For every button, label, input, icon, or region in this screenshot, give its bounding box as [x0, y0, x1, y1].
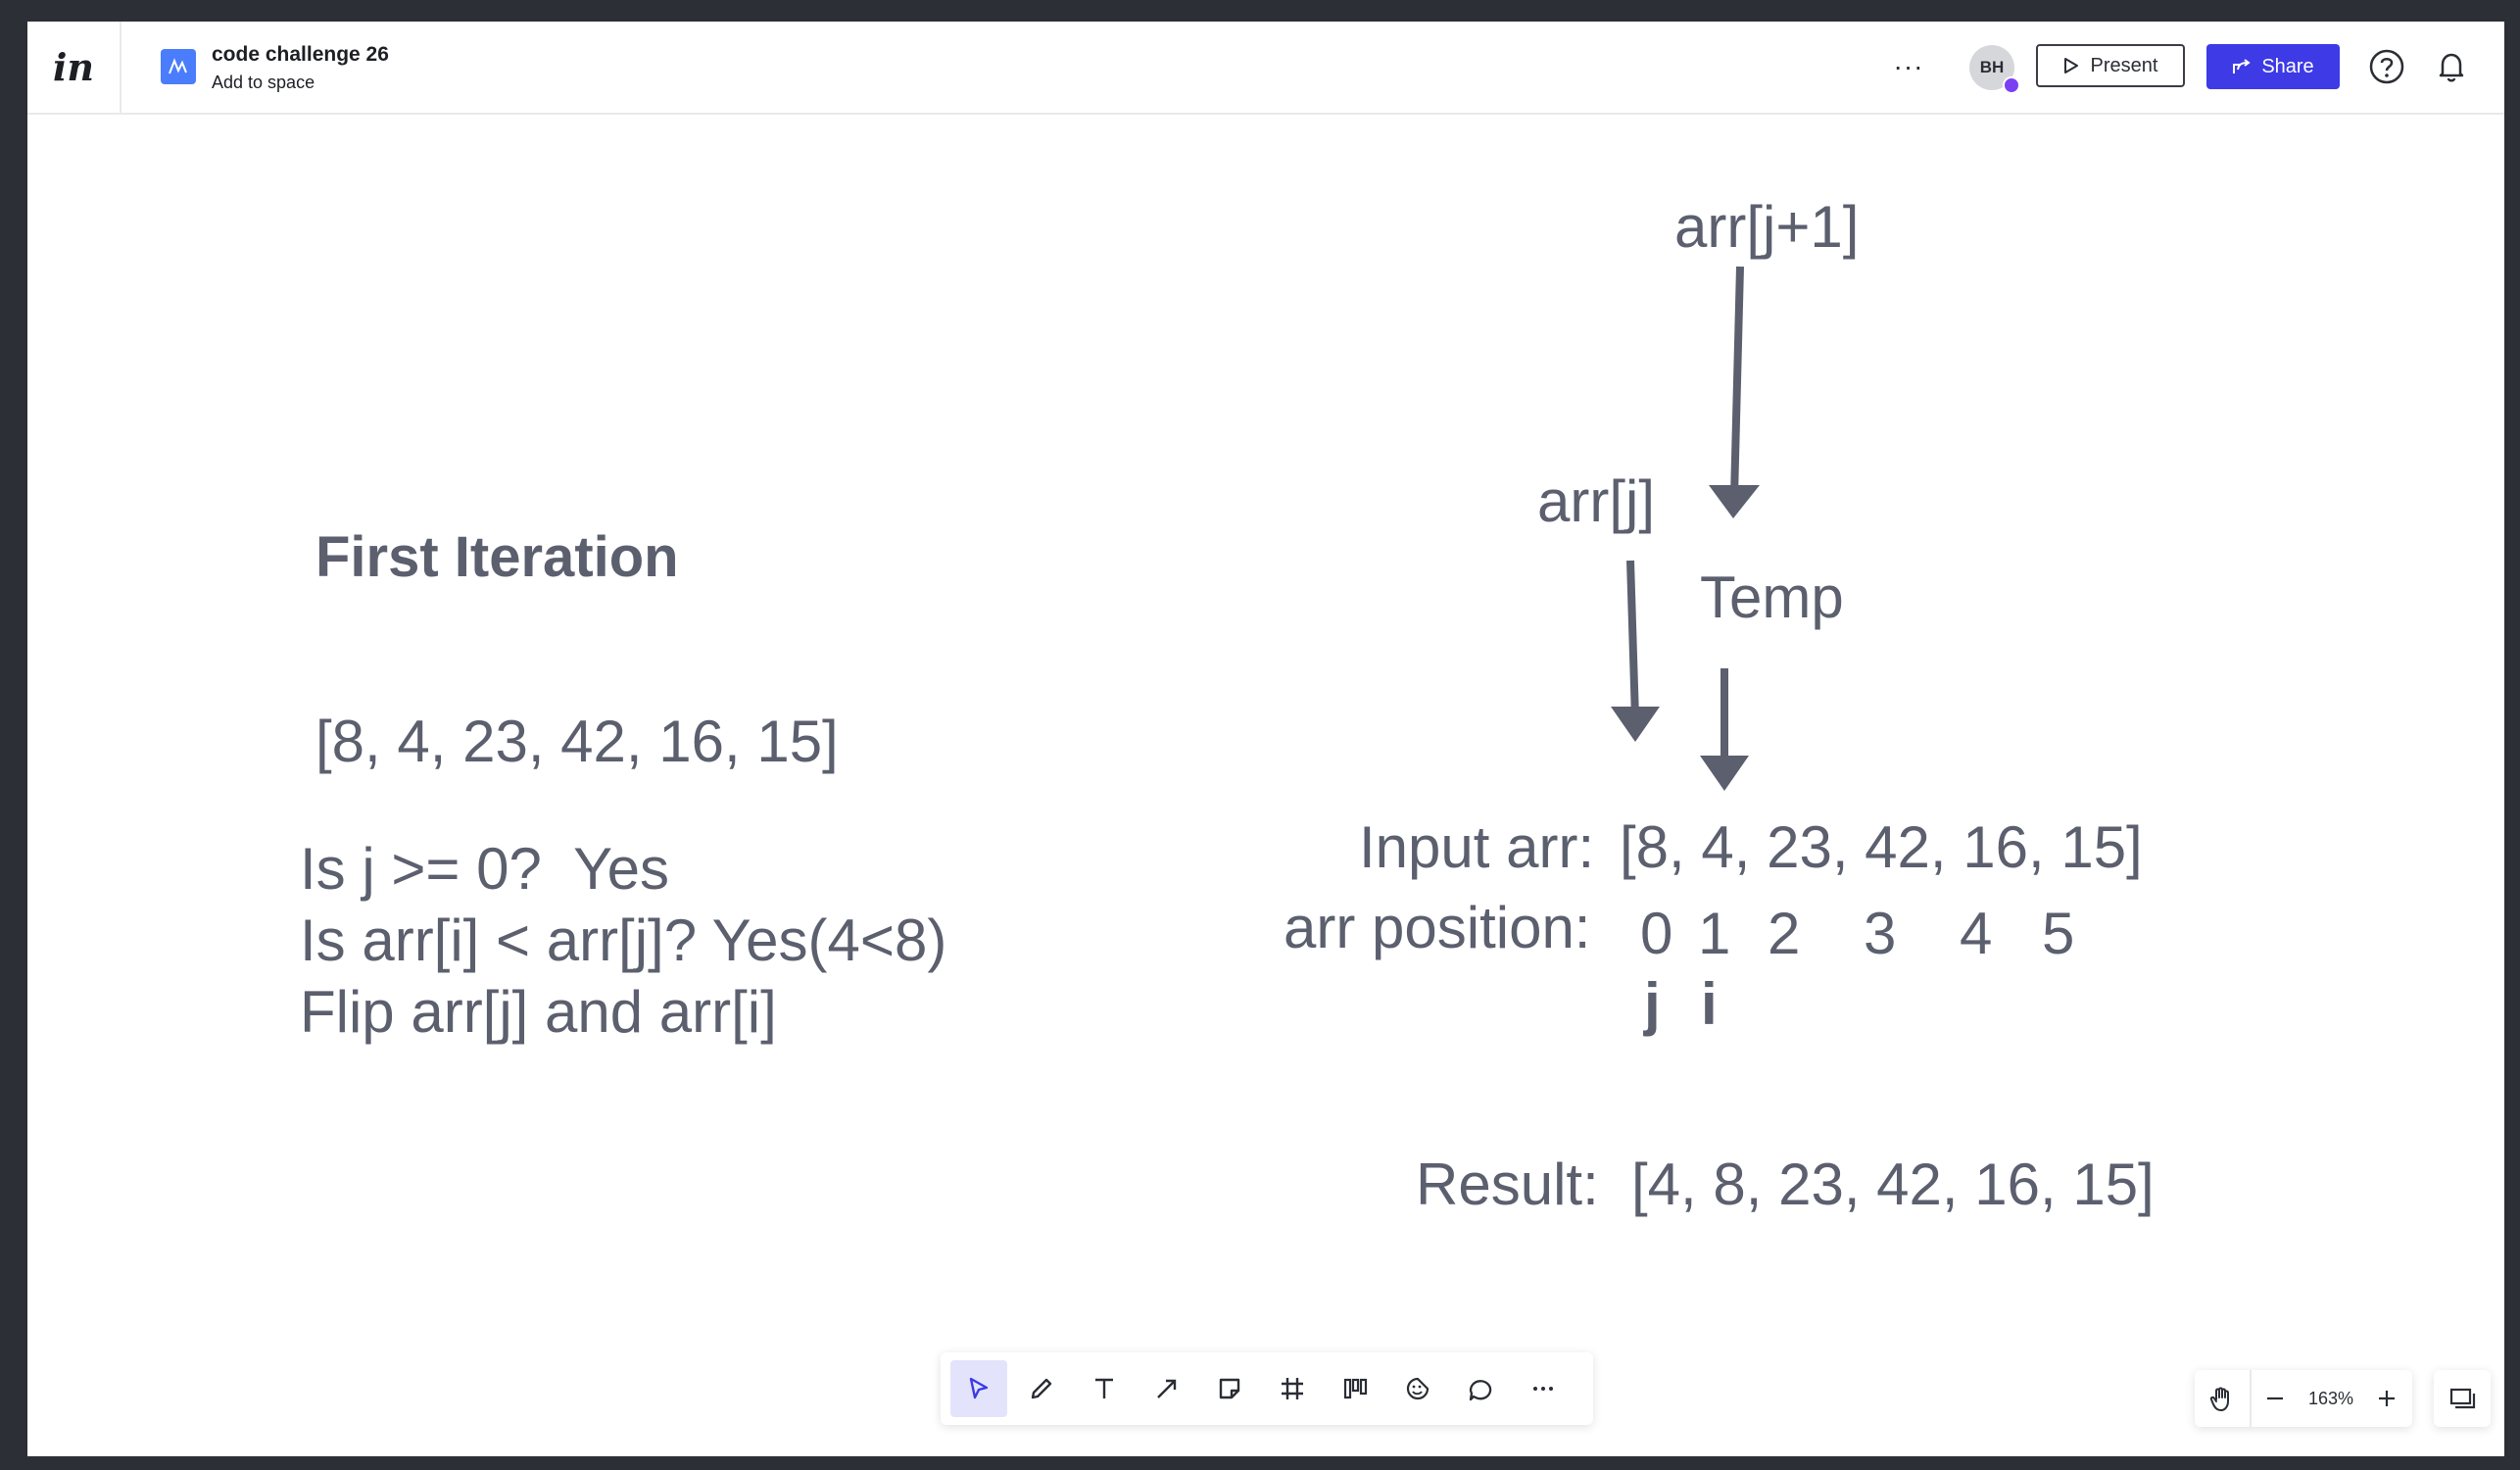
select-icon: [969, 1377, 989, 1399]
help-icon[interactable]: [2367, 47, 2406, 86]
more-options-button[interactable]: ···: [1893, 51, 1924, 81]
play-icon: [2063, 58, 2078, 74]
drawing-toolbar: [941, 1352, 1593, 1425]
sticker-icon: [1406, 1377, 1430, 1400]
presence-dot: [2003, 76, 2020, 94]
invision-logo[interactable]: in: [27, 22, 121, 113]
document-title[interactable]: code challenge 26: [212, 43, 389, 66]
flip-action-text[interactable]: Flip arr[j] and arr[i]: [300, 979, 777, 1045]
input-arr-label[interactable]: Input arr:: [1359, 814, 1595, 880]
comment-icon: [1469, 1380, 1492, 1401]
minimap-icon: [2449, 1388, 2476, 1409]
layout-tool-button[interactable]: [1327, 1360, 1383, 1417]
plus-icon: [2379, 1391, 2395, 1406]
question-compare-text[interactable]: Is arr[i] < arr[j]? Yes(4<8): [300, 907, 947, 973]
result-label[interactable]: Result:: [1416, 1152, 1599, 1217]
line-icon: [1157, 1379, 1177, 1398]
text-icon: [1095, 1378, 1113, 1398]
present-label: Present: [2090, 54, 2158, 76]
position-3[interactable]: 3: [1864, 901, 1897, 966]
hand-icon: [2209, 1387, 2229, 1411]
sticky-note-tool-button[interactable]: [1201, 1360, 1258, 1417]
whiteboard-canvas[interactable]: First Iteration [8, 4, 23, 42, 16, 15] I…: [27, 115, 2504, 1456]
arrowhead-arr-j1: [1709, 485, 1760, 518]
share-icon: [2233, 59, 2251, 74]
arr-position-label[interactable]: arr position:: [1284, 895, 1591, 960]
add-to-space-link[interactable]: Add to space: [212, 73, 315, 92]
zoom-level[interactable]: 163%: [2307, 1388, 2354, 1408]
position-0[interactable]: 0: [1640, 901, 1673, 966]
position-2[interactable]: 2: [1768, 901, 1801, 966]
avatar[interactable]: BH: [1969, 45, 2014, 90]
notifications-bell-icon[interactable]: [2432, 47, 2471, 86]
position-1[interactable]: 1: [1698, 901, 1731, 966]
share-button[interactable]: Share: [2206, 44, 2340, 89]
arrows-layer: [1611, 266, 1760, 791]
text-tool-button[interactable]: [1076, 1360, 1133, 1417]
heading-first-iteration[interactable]: First Iteration: [315, 525, 679, 589]
pointer-j[interactable]: j: [1644, 971, 1661, 1037]
share-label: Share: [2261, 55, 2314, 77]
top-bar: in code challenge 26 Add to space ··· BH…: [27, 22, 2504, 115]
logo-text: in: [52, 45, 95, 89]
minimap-button[interactable]: [2434, 1370, 2491, 1427]
arrowhead-arr-j: [1611, 707, 1660, 742]
more-icon: [1533, 1387, 1553, 1391]
position-4[interactable]: 4: [1960, 901, 1993, 966]
hand-tool-button[interactable]: [2195, 1370, 2252, 1427]
label-arr-j[interactable]: arr[j]: [1537, 468, 1655, 534]
more-tools-button[interactable]: [1515, 1360, 1572, 1417]
initial-array-text[interactable]: [8, 4, 23, 42, 16, 15]: [315, 709, 839, 774]
sticker-tool-button[interactable]: [1389, 1360, 1446, 1417]
pointer-i[interactable]: i: [1701, 971, 1718, 1037]
layout-icon: [1343, 1378, 1368, 1399]
select-tool-button[interactable]: [950, 1360, 1007, 1417]
pencil-icon: [1031, 1378, 1052, 1399]
sticky-note-icon: [1219, 1378, 1240, 1399]
question-j-text[interactable]: Is j >= 0? Yes: [300, 836, 669, 902]
line-tool-button[interactable]: [1139, 1360, 1195, 1417]
zoom-out-button[interactable]: [2252, 1388, 2299, 1409]
result-value[interactable]: [4, 8, 23, 42, 16, 15]: [1631, 1152, 2155, 1217]
pencil-tool-button[interactable]: [1013, 1360, 1070, 1417]
arrow-arr-j1: [1730, 266, 1744, 498]
arrow-arr-j: [1626, 560, 1639, 719]
present-button[interactable]: Present: [2036, 44, 2185, 87]
zoom-controls: 163%: [2195, 1370, 2412, 1427]
position-5[interactable]: 5: [2042, 901, 2075, 966]
app-window: in code challenge 26 Add to space ··· BH…: [27, 22, 2504, 1456]
frame-icon: [1282, 1378, 1303, 1399]
arrowhead-temp: [1700, 756, 1749, 791]
zoom-in-button[interactable]: [2363, 1388, 2410, 1409]
frame-tool-button[interactable]: [1264, 1360, 1321, 1417]
label-temp[interactable]: Temp: [1700, 564, 1844, 630]
document-icon: [161, 49, 196, 84]
comment-tool-button[interactable]: [1452, 1360, 1509, 1417]
minus-icon: [2267, 1396, 2283, 1400]
input-arr-value[interactable]: [8, 4, 23, 42, 16, 15]: [1620, 814, 2143, 880]
label-arr-j-plus-1[interactable]: arr[j+1]: [1674, 194, 1860, 260]
